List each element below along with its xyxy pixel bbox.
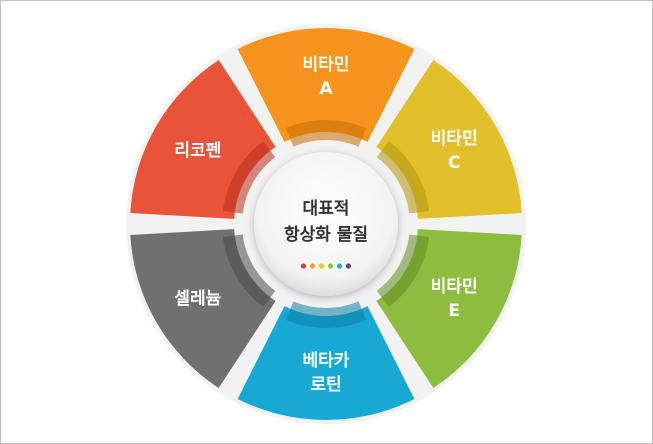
center-circle [254,152,398,296]
center-dot [300,263,307,269]
center-dot [336,263,343,269]
segment-lycopene-inner-shade [222,141,276,214]
segment-selenium-inner-shade [222,234,276,307]
center-color-dots [300,263,352,269]
segment-beta-carotene [237,301,415,420]
segment-vitamin-e-label-line2: E [448,301,460,321]
segment-selenium [130,229,276,389]
segment-beta-carotene-fill [237,306,415,420]
segment-vitamin-a [237,27,415,147]
segment-vitamin-c [376,59,522,219]
segments-group [130,27,522,420]
center-dot [309,263,316,269]
segment-vitamin-e-label-line1: 비타민 [431,277,478,297]
segment-vitamin-e [376,229,522,389]
segment-vitamin-c-label-line2: C [448,153,460,173]
segment-vitamin-e-inner-shade [376,234,430,307]
center-dot [327,263,334,269]
segment-vitamin-a-inner-shade [285,120,367,147]
segment-vitamin-a-fill [237,27,415,142]
center-title-line2: 항상화 물질 [284,224,368,245]
center-dot [318,263,325,269]
segment-vitamin-a-label-line2: A [319,79,333,99]
segment-selenium-label-line1: 셀레늄 [174,289,221,309]
segment-beta-carotene-inner-shade [285,301,367,328]
center-title-line1: 대표적 [303,199,350,219]
segment-lycopene [130,59,276,219]
segment-vitamin-c-inner-shade [376,141,430,214]
center-dot [345,263,352,269]
segment-vitamin-c-label-line1: 비타민 [431,129,478,149]
segment-beta-carotene-label-line2: 로틴 [310,375,341,395]
segment-lycopene-label-line1: 리코펜 [174,141,221,161]
segment-vitamin-a-label-line1: 비타민 [303,55,350,75]
segment-beta-carotene-label-line1: 베타카 [303,351,350,371]
